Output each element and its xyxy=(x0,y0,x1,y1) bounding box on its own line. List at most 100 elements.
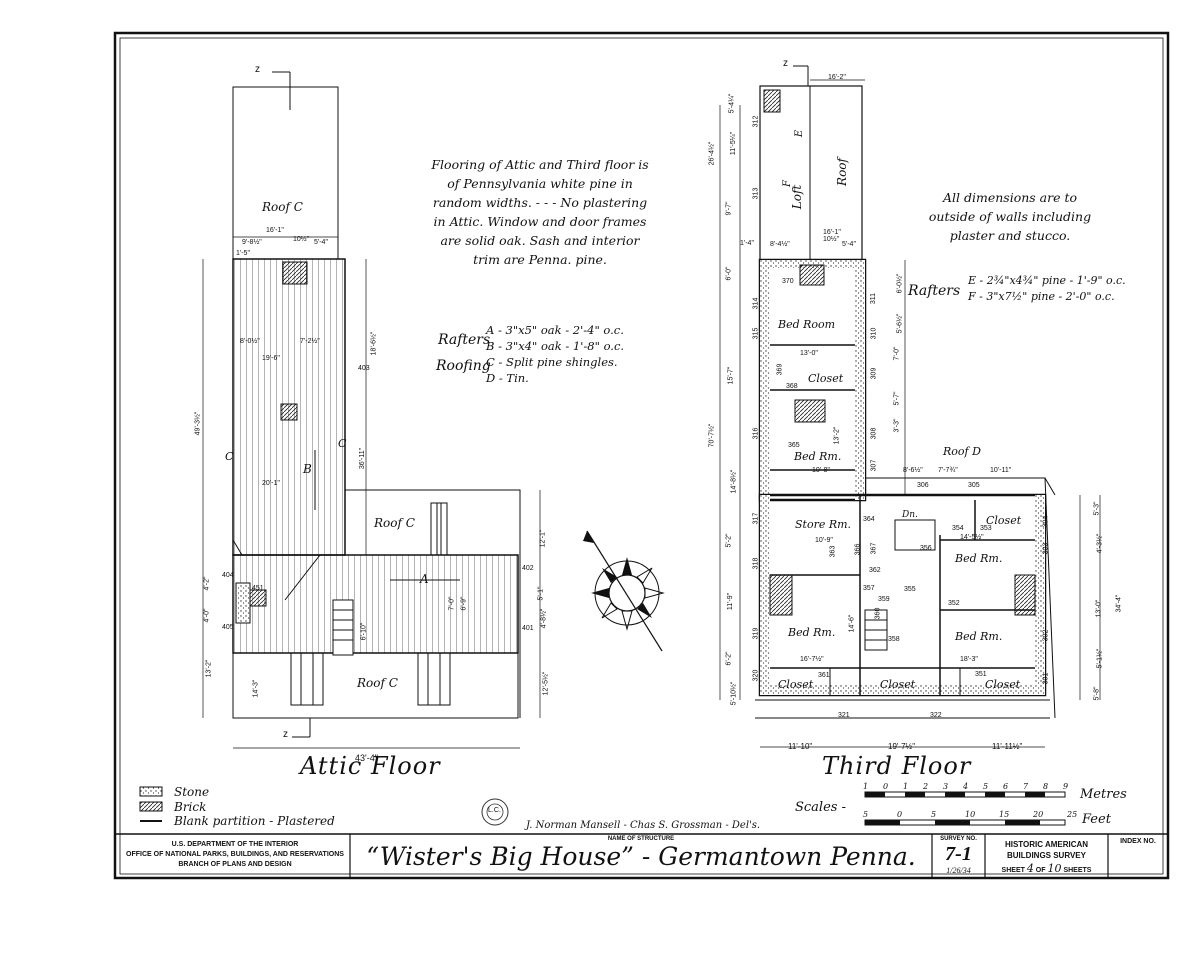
third-dim-left-11-9: 11'-9" xyxy=(727,592,735,611)
attic-dim-right-36: 36'-11" xyxy=(359,447,367,470)
attic-dim-left-13-2: 13'-2" xyxy=(205,659,213,678)
metre-tick-label: 0 xyxy=(883,782,889,791)
third-closet-4: Closet xyxy=(880,678,916,691)
room-365: 364 xyxy=(863,516,875,523)
attic-dim-right-12: 12'-1" xyxy=(539,529,547,548)
third-dim-right-7-0: 7'-0" xyxy=(893,346,901,361)
third-roof-label: Roof xyxy=(834,158,849,186)
third-bed-rm-4: Bed Rm. xyxy=(955,630,1003,643)
attic-dim-mid-6-9: 6'-9" xyxy=(460,596,468,611)
attic-door-405: 405 xyxy=(222,624,234,631)
room-354: 354 xyxy=(952,525,964,532)
attic-rafter-a: A xyxy=(420,572,429,586)
sheet-count: SHEET 4 OF 10 SHEETS xyxy=(985,862,1108,875)
metre-tick-label: 6 xyxy=(1003,782,1009,791)
third-dn: Dn. xyxy=(902,510,918,520)
attic-north-marker-bottom: z xyxy=(283,729,288,740)
third-dim-r-13-2: 13'-2" xyxy=(833,426,841,445)
roofing-label: Roofing xyxy=(436,358,491,374)
attic-dim-19-6: 19'-6" xyxy=(262,355,280,362)
third-dim-r-5-1: 5'-1½" xyxy=(1096,648,1104,669)
attic-dim-right-5-1: 5'-1" xyxy=(537,586,545,601)
library-seal: L.C. xyxy=(488,807,501,814)
attic-dim-right-12-5: 12'-5½" xyxy=(542,671,550,696)
feet-tick-label: 10 xyxy=(965,810,976,819)
third-dim-left-5-10: 5'-10½" xyxy=(730,681,738,706)
attic-dim-mid-7-0: 7'-0" xyxy=(448,596,456,611)
room-352: 352 xyxy=(948,600,960,607)
attic-dim-left-4-2: 4'-2" xyxy=(203,576,211,591)
room-311: 311 xyxy=(870,292,878,305)
third-dim-left-26: 26'-4½" xyxy=(708,141,716,166)
rafters-f: F - 3"x7½" pine - 2'-0" o.c. xyxy=(968,290,1115,303)
attic-dim-chimney-4: 1'-5" xyxy=(236,250,250,257)
room-369: 368 xyxy=(786,383,798,390)
habs-line-1: HISTORIC AMERICAN xyxy=(1004,840,1089,849)
third-dim-left-15-7: 15'-7" xyxy=(727,366,735,385)
agency-line-2: OFFICE OF NATIONAL PARKS, BUILDINGS, AND… xyxy=(126,851,344,858)
feet-tick-label: 0 xyxy=(897,810,903,819)
metre-tick-label: 1 xyxy=(903,782,909,791)
room-366: 365 xyxy=(788,442,800,449)
metre-tick-label: 4 xyxy=(963,782,969,791)
structure-name: “Wister's Big House” - Germantown Penna. xyxy=(366,842,916,871)
third-floor-title: Third Floor xyxy=(822,752,972,780)
room-353: 353 xyxy=(980,525,992,532)
attic-dim-chimney-1: 9'-8½" xyxy=(242,239,262,246)
survey-no-caption: SURVEY NO. xyxy=(940,836,977,842)
scale-metres-label: Metres xyxy=(1080,787,1127,802)
third-dim-left-6-0: 6'-0" xyxy=(725,266,733,281)
third-dim-d-14-5: 14'-5½" xyxy=(960,534,984,541)
third-dim-chim2: 10½" xyxy=(823,236,840,243)
third-dim-right-3-3: 3'-3" xyxy=(893,418,901,433)
room-359: 359 xyxy=(878,596,890,603)
agency-line-3: BRANCH OF PLANS AND DESIGN xyxy=(178,861,292,868)
metre-tick-label: 9 xyxy=(1063,782,1069,791)
attic-rafter-b: B xyxy=(303,462,312,476)
room-315: 315 xyxy=(752,327,760,340)
sheet-number: 4 xyxy=(1026,862,1034,875)
room-307: 307 xyxy=(870,459,878,472)
third-dim-left-70: 70'-7½" xyxy=(708,423,716,448)
third-dim-d-13-0: 13'-0" xyxy=(800,350,818,357)
room-305: 305 xyxy=(968,482,980,489)
attic-dim-right-4-8: 4'-8½" xyxy=(540,608,548,629)
third-dim-bottom-2: 19'-7½" xyxy=(888,742,916,751)
rafters-a: A - 3"x5" oak - 2'-4" o.c. xyxy=(486,323,624,337)
attic-door-451: 451 xyxy=(252,585,264,592)
attic-door-402: 402 xyxy=(522,565,534,572)
third-dim-r-4-3: 4'-3½" xyxy=(1096,533,1104,554)
roofing-d: D - Tin. xyxy=(486,371,529,385)
third-dim-left-1-4: 1'-4" xyxy=(740,240,754,247)
attic-dim-8-0: 8'-0½" xyxy=(240,338,260,345)
room-360: 360 xyxy=(874,607,882,620)
attic-dim-14-3: 14'-3" xyxy=(252,679,260,698)
third-store-rm: Store Rm. xyxy=(795,518,852,531)
room-371: 370 xyxy=(782,278,794,285)
rafters-label-2: Rafters xyxy=(908,283,961,299)
room-319: 319 xyxy=(752,627,760,640)
third-closet-2: Closet xyxy=(986,514,1022,527)
attic-dim-20-1: 20'-1" xyxy=(262,480,280,487)
survey-date: 1/26/34 xyxy=(946,866,971,875)
feet-tick-label: 15 xyxy=(999,810,1010,819)
legend-stone: Stone xyxy=(174,785,210,799)
third-closet-1: Closet xyxy=(808,372,844,385)
third-dim-right-6-0: 6'-0½" xyxy=(896,273,904,294)
attic-dim-chimney-2: 10½" xyxy=(293,236,310,243)
third-dim-bottom-1: 11'-10" xyxy=(788,742,813,751)
drafter-credits: J. Norman Mansell - Chas S. Grossman - D… xyxy=(526,820,761,831)
feet-tick-label: 25 xyxy=(1067,810,1078,819)
attic-floor-title: Attic Floor xyxy=(300,752,441,780)
habs-line-2: BUILDINGS SURVEY xyxy=(1007,851,1086,860)
sheet-suffix: SHEETS xyxy=(1063,867,1092,874)
third-dim-bottom-3: 11'-11½" xyxy=(992,742,1023,751)
metre-tick-label: 8 xyxy=(1043,782,1049,791)
third-dim-right-5-6: 5'-6½" xyxy=(896,313,904,334)
third-dim-top-mid: 16'-1" xyxy=(823,229,841,236)
third-dim-chim3: 5'-4" xyxy=(842,241,856,248)
third-bed-rm-2: Bed Rm. xyxy=(955,552,1003,565)
third-dim-d-7-7: 7'-7¾" xyxy=(938,467,958,474)
name-of-structure-caption: NAME OF STRUCTURE xyxy=(607,836,675,842)
third-dim-r-34-4: 34'-4" xyxy=(1115,594,1123,613)
